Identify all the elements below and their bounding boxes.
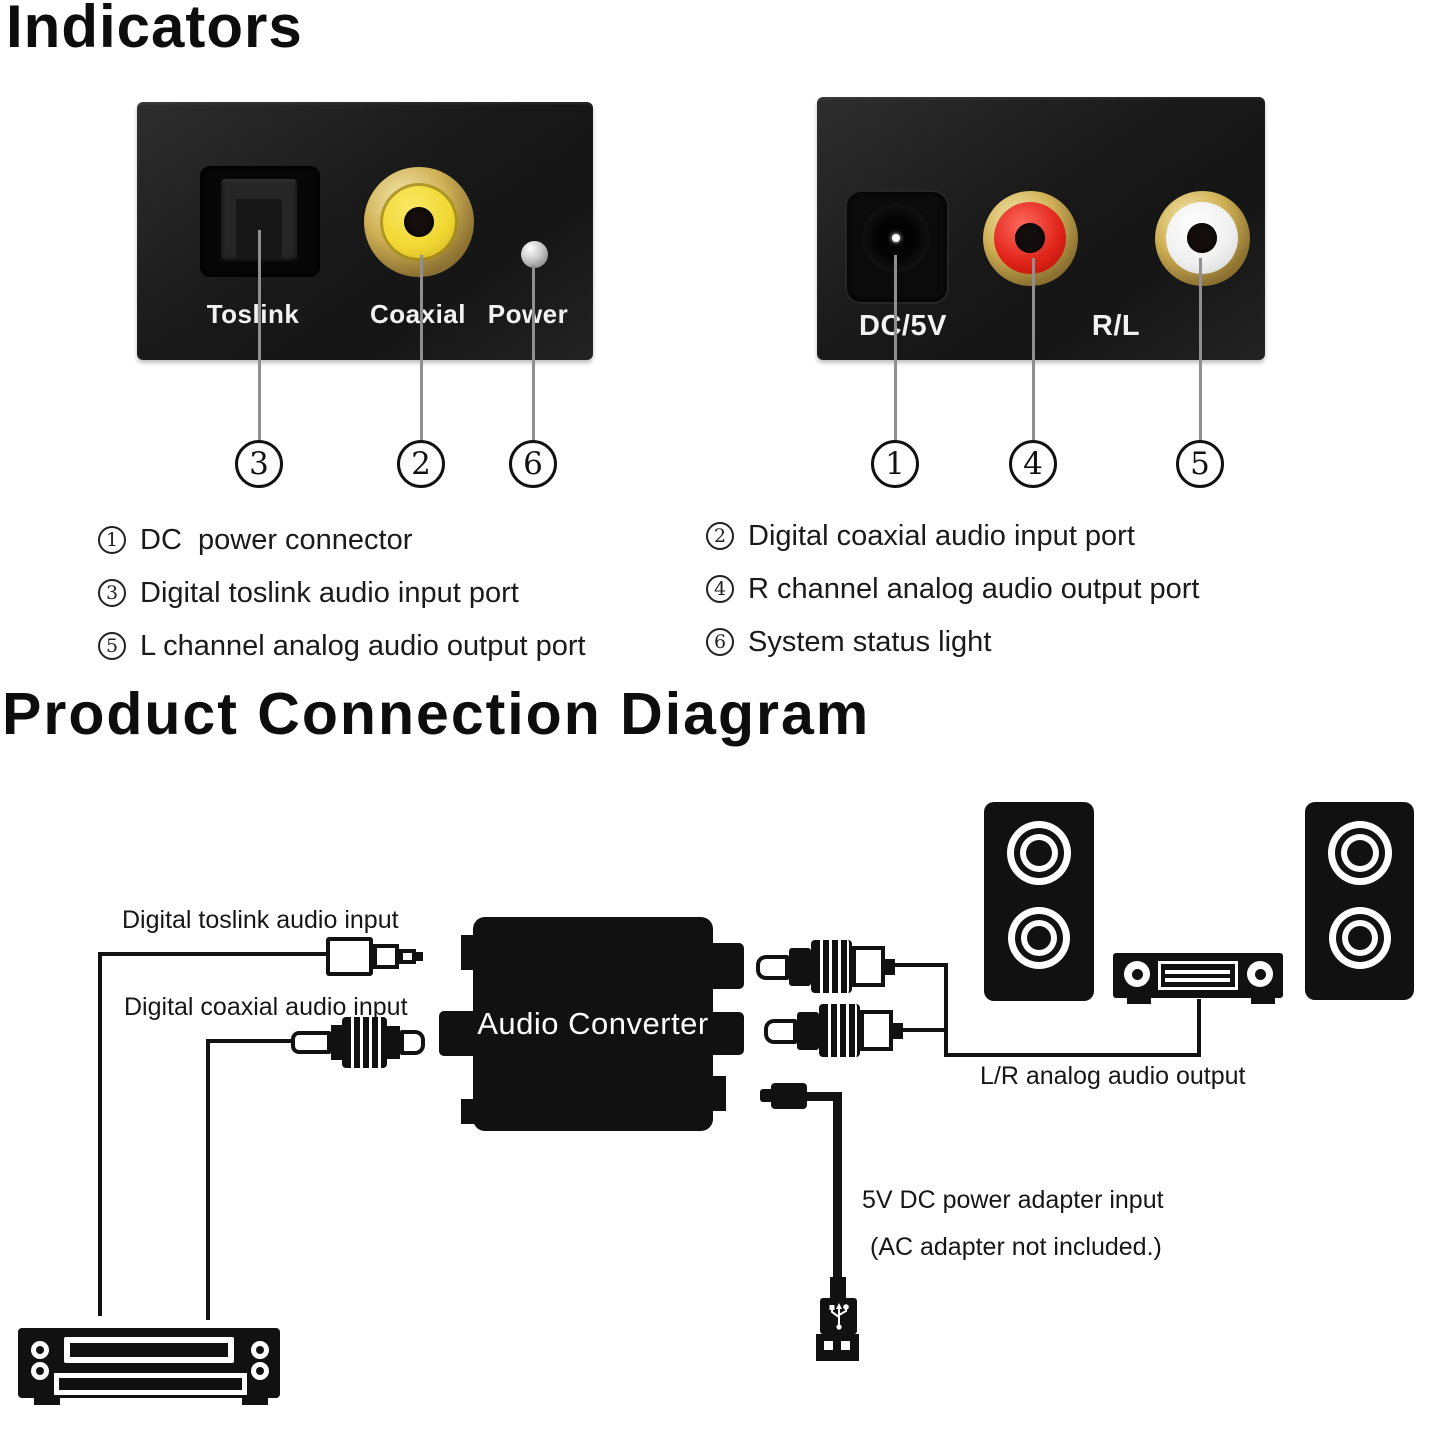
front-bar [54,1373,247,1395]
usb-cable-h [804,1092,842,1101]
callout-3: 3 [235,440,283,488]
amp-wire-v [1197,999,1201,1057]
legend-num-2: 2 [706,522,734,550]
usb-trident-icon [829,1303,849,1330]
output-wire-h [944,1053,1201,1057]
dc-jack [845,190,949,304]
dc-label: DC/5V [859,310,947,342]
power-adapter-label: 5V DC power adapter input [862,1186,1164,1214]
rca-lower-cable [901,1028,946,1032]
toslink-label: Toslink [206,299,300,329]
callout-6: 6 [509,440,557,488]
indicators-title: Indicators [6,0,303,60]
coaxial-wire-h [206,1039,294,1043]
legend-item-status-light: 6 System status light [706,623,991,661]
converter-tab-right-mid [711,1012,744,1055]
rl-label: R/L [1091,310,1141,342]
coaxial-jack-hole [404,207,434,237]
callout-2: 2 [397,440,445,488]
output-wire-v [944,963,948,1057]
converter-tab-left-mid [439,1011,475,1056]
power-led [521,241,548,268]
legend-text-1: DC power connector [140,523,413,556]
converter-tab-right-bottom [711,1076,726,1111]
legend-text-5: L channel analog audio output port [140,629,586,662]
legend-item-coaxial: 2 Digital coaxial audio input port [706,517,1135,555]
amplifier-foot [1127,998,1151,1004]
rca-upper-cable [892,963,946,967]
usb-cable-v [833,1092,842,1279]
speaker-left-icon [984,802,1094,1001]
coaxial-wire-v [206,1039,210,1320]
legend-item-l-channel: 5 L channel analog audio output port [98,627,586,665]
callout-line-toslink [258,230,261,440]
dvd-foot [34,1398,60,1405]
callout-5: 5 [1176,440,1224,488]
legend-num-3: 3 [98,579,126,607]
converter-input-panel: Toslink Coaxial Power [137,102,593,360]
dvd-foot [242,1398,268,1405]
audio-converter-box: Audio Converter [473,917,713,1131]
legend-num-4: 4 [706,575,734,603]
dc-jack-pin [892,234,900,242]
audio-converter-label: Audio Converter [477,1006,709,1041]
legend-text-6: System status light [748,625,992,658]
ac-adapter-note: (AC adapter not included.) [870,1233,1162,1261]
legend-item-toslink: 3 Digital toslink audio input port [98,574,519,612]
dvd-player-icon [18,1328,280,1398]
legend-text-2: Digital coaxial audio input port [748,519,1135,552]
amplifier-icon [1113,953,1283,998]
converter-tab-left-top [461,935,475,970]
converter-tab-left-bottom [461,1099,475,1124]
legend-item-dc: 1 DC power connector [98,521,412,559]
callout-line-power [532,265,535,440]
connection-title: Product Connection Diagram [2,681,871,747]
callout-1: 1 [871,440,919,488]
converter-output-panel: DC/5V R/L [817,97,1265,360]
toslink-wire-v [98,952,102,1316]
callout-line-white-rca [1199,258,1202,440]
legend-item-r-channel: 4 R channel analog audio output port [706,570,1199,608]
callout-4: 4 [1009,440,1057,488]
toslink-wire-h [98,952,328,956]
disc-tray [64,1337,234,1363]
power-label: Power [487,299,569,329]
coaxial-label: Coaxial [370,299,466,329]
toslink-input-label: Digital toslink audio input [122,906,399,934]
callout-line-dc [894,255,897,440]
legend-num-6: 6 [706,628,734,656]
converter-tab-right-top [711,943,744,989]
legend-text-3: Digital toslink audio input port [140,576,519,609]
lr-output-label: L/R analog audio output [980,1062,1246,1090]
coaxial-input-label: Digital coaxial audio input [124,993,408,1021]
callout-line-red-rca [1032,258,1035,440]
callout-line-coaxial [420,255,423,440]
legend-num-5: 5 [98,632,126,660]
legend-text-4: R channel analog audio output port [748,572,1200,605]
legend-num-1: 1 [98,526,126,554]
speaker-right-icon [1305,802,1414,1000]
amplifier-foot [1251,998,1275,1004]
